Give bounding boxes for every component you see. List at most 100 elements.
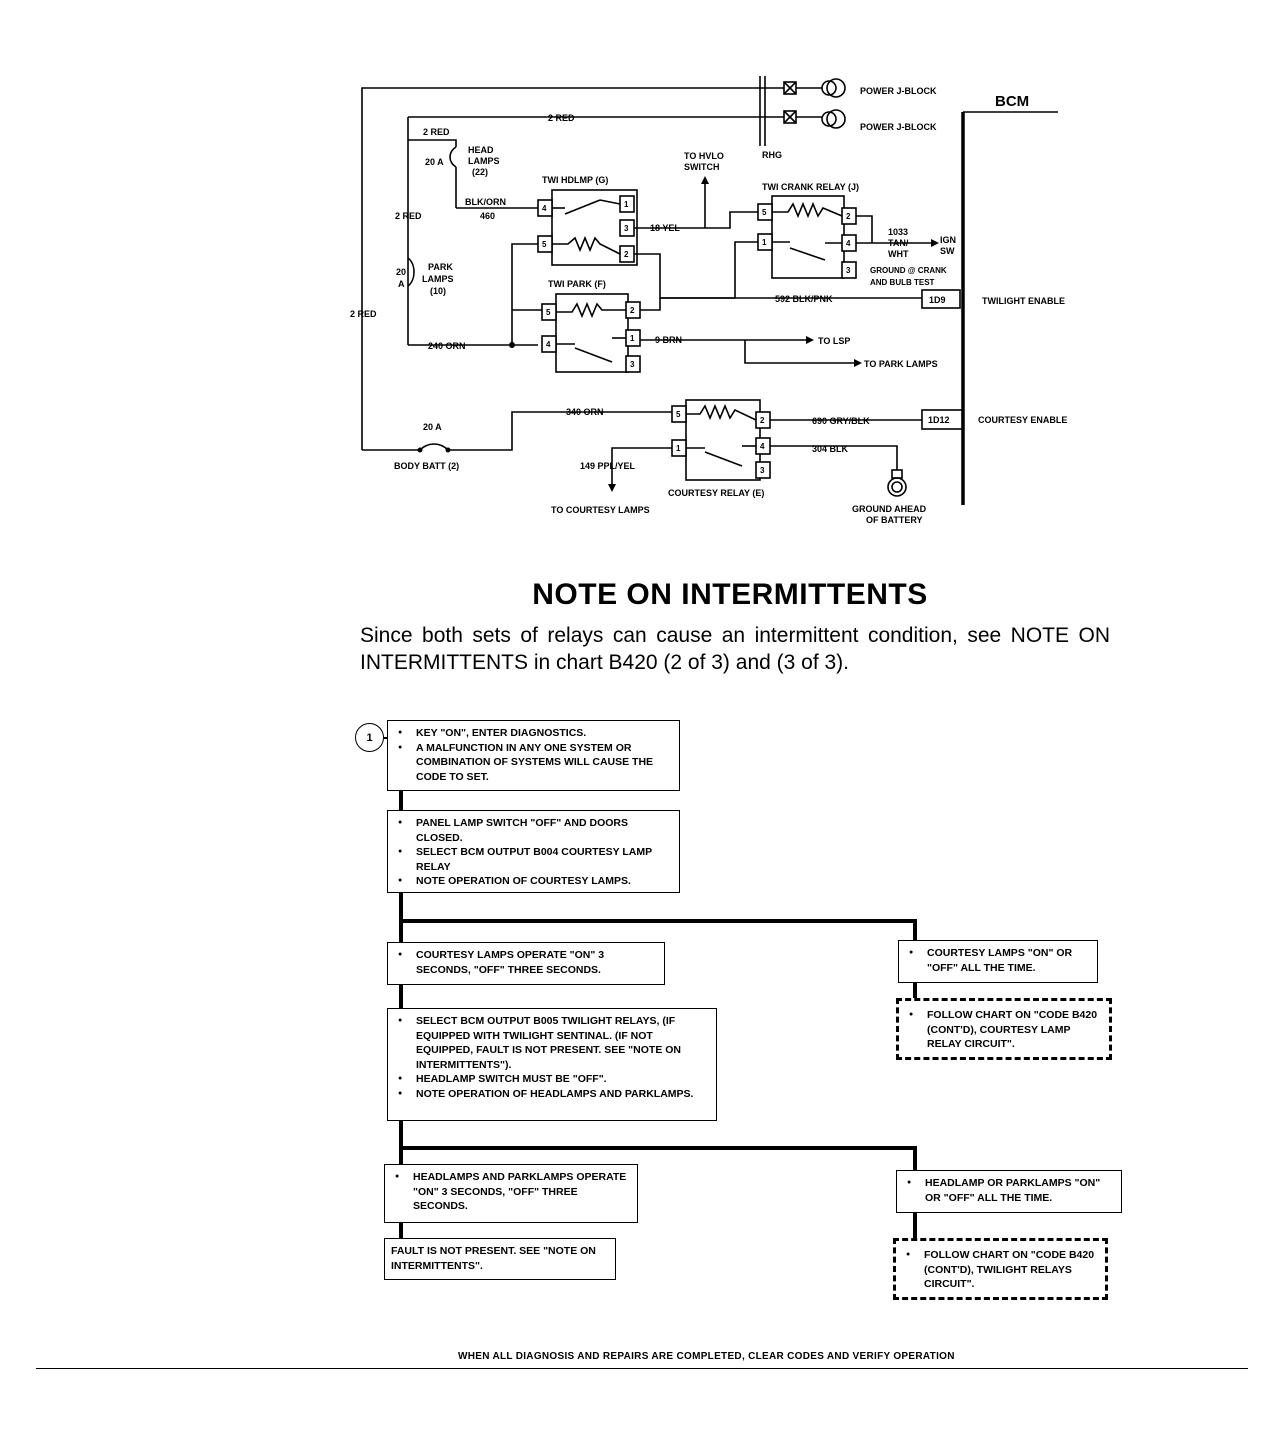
flow-box-1-item: KEY "ON", ENTER DIAGNOSTICS. — [398, 726, 671, 741]
wire-2red-left-label: 2 RED — [350, 309, 377, 319]
svg-text:3: 3 — [630, 360, 635, 369]
ground-ahead-label-2: OF BATTERY — [866, 515, 923, 525]
svg-text:2: 2 — [624, 250, 629, 259]
wire-2red-top-label: 2 RED — [548, 113, 575, 123]
to-hvlo-label: TO HVLO — [684, 151, 724, 161]
courtesy-relay: 5 1 2 4 3 — [671, 399, 771, 481]
fuse-end — [417, 447, 423, 453]
body-fuse-icon — [419, 443, 449, 451]
flow-box-5-follow-item: FOLLOW CHART ON "CODE B420 (CONT'D), TWI… — [906, 1248, 1097, 1292]
svg-text:5: 5 — [762, 208, 767, 217]
note-body: Since both sets of relays can cause an i… — [360, 624, 1110, 674]
svg-text:5: 5 — [542, 240, 547, 249]
flow-branch-line — [399, 919, 917, 923]
wiring-schematic: BCM 2 RED RHG POWER J-BLOCK POWER J-BLOC… — [350, 76, 1067, 525]
twi-crank-relay: 5 1 2 4 3 — [757, 195, 857, 279]
flow-box-6: FAULT IS NOT PRESENT. SEE "NOTE ON INTER… — [384, 1238, 616, 1280]
park-fuse-icon — [407, 257, 415, 287]
head-lamps-label-3: (22) — [472, 167, 488, 177]
svg-text:1: 1 — [624, 200, 629, 209]
wire-304-label: 304 BLK — [812, 444, 849, 454]
flow-box-4-item: SELECT BCM OUTPUT B005 TWILIGHT RELAYS, … — [398, 1014, 708, 1072]
arrow-right-icon — [806, 336, 814, 344]
to-lsp-label: TO LSP — [818, 336, 850, 346]
svg-text:1: 1 — [630, 334, 635, 343]
bcm-label: BCM — [995, 93, 1029, 110]
svg-text:3: 3 — [624, 224, 629, 233]
flow-box-3-right: COURTESY LAMPS "ON" OR "OFF" ALL THE TIM… — [898, 940, 1098, 983]
flow-box-2-item: PANEL LAMP SWITCH "OFF" AND DOORS CLOSED… — [398, 816, 671, 845]
connector-1d12 — [921, 409, 963, 430]
twi-park-relay: 5 4 2 1 3 — [541, 293, 641, 373]
park-lamps-label-2: LAMPS — [422, 274, 454, 284]
wire-left-red — [361, 87, 790, 450]
svg-text:4: 4 — [546, 340, 551, 349]
twi-park-relay-label: TWI PARK (F) — [548, 279, 606, 289]
wire-240orn-label: 240 ORN — [428, 341, 466, 351]
flow-connector — [913, 1146, 917, 1170]
flow-box-5-item: HEADLAMPS AND PARKLAMPS OPERATE "ON" 3 S… — [395, 1170, 629, 1214]
wire-690-label: 690 GRY/BLK — [812, 416, 870, 426]
flow-box-1-item: A MALFUNCTION IN ANY ONE SYSTEM OR COMBI… — [398, 741, 671, 785]
flow-box-2-item: SELECT BCM OUTPUT B004 COURTESY LAMP REL… — [398, 845, 671, 874]
svg-text:2: 2 — [846, 212, 851, 221]
to-park-lamps-label: TO PARK LAMPS — [864, 359, 938, 369]
flow-box-3-follow: FOLLOW CHART ON "CODE B420 (CONT'D), COU… — [896, 998, 1112, 1060]
wire-460-label: 460 — [480, 211, 495, 221]
wire-9brn-label: 9 BRN — [655, 335, 682, 345]
power-jblock-1: POWER J-BLOCK — [860, 86, 937, 96]
twi-hdlmp-relay: 4 5 1 3 2 — [537, 189, 638, 266]
park-fuse-label-2: A — [398, 279, 405, 289]
flow-box-2: PANEL LAMP SWITCH "OFF" AND DOORS CLOSED… — [387, 810, 680, 893]
wire-1033-label-3: WHT — [888, 249, 909, 259]
flow-connector — [399, 1120, 403, 1164]
flow-box-3-item: COURTESY LAMPS OPERATE "ON" 3 SECONDS, "… — [398, 948, 656, 977]
wire-18yel-label: 18 YEL — [650, 223, 680, 233]
flow-connector — [399, 790, 403, 810]
fusible-link-icon — [783, 81, 797, 124]
arrow-right-icon — [931, 239, 939, 247]
flow-branch-line — [399, 1146, 917, 1150]
to-courtesy-lamps-label: TO COURTESY LAMPS — [551, 505, 650, 515]
svg-text:3: 3 — [846, 266, 851, 275]
ground-ahead-label: GROUND AHEAD — [852, 504, 927, 514]
arrow-up-icon — [701, 176, 709, 184]
svg-text:4: 4 — [542, 204, 547, 213]
svg-text:4: 4 — [846, 239, 851, 248]
svg-text:5: 5 — [546, 308, 551, 317]
rhg-label: RHG — [762, 150, 782, 160]
flow-connector — [913, 982, 917, 998]
flow-connector — [399, 892, 403, 942]
wire-592-label: 592 BLK/PNK — [775, 294, 833, 304]
twi-hdlmp-relay-label: TWI HDLMP (G) — [542, 175, 608, 185]
svg-text:2: 2 — [760, 416, 765, 425]
note-title: NOTE ON INTERMITTENTS — [532, 578, 928, 611]
twi-crank-relay-label: TWI CRANK RELAY (J) — [762, 182, 859, 192]
ign-sw-label: IGN — [940, 235, 956, 245]
arrow-down-icon — [608, 484, 616, 492]
fuse-icon — [449, 146, 457, 168]
wire-1033-label: 1033 — [888, 227, 908, 237]
arrow-right-icon — [854, 359, 862, 367]
head-lamps-label-2: LAMPS — [468, 156, 500, 166]
flow-box-3-right-item: COURTESY LAMPS "ON" OR "OFF" ALL THE TIM… — [909, 946, 1089, 975]
body-fuse-label: 20 A — [423, 422, 442, 432]
terminal-ring-icon — [821, 78, 846, 129]
flow-box-5-follow: FOLLOW CHART ON "CODE B420 (CONT'D), TWI… — [893, 1238, 1108, 1300]
wire-2red-mid-label: 2 RED — [395, 211, 422, 221]
park-fuse-label: 20 — [396, 267, 406, 277]
to-hvlo-label-2: SWITCH — [684, 162, 720, 172]
flow-box-1: KEY "ON", ENTER DIAGNOSTICS. A MALFUNCTI… — [387, 720, 680, 791]
body-batt-label: BODY BATT (2) — [394, 461, 459, 471]
footer-divider — [36, 1368, 1248, 1369]
flow-box-3-follow-item: FOLLOW CHART ON "CODE B420 (CONT'D), COU… — [909, 1008, 1101, 1052]
wire-149-label: 149 PPL/YEL — [580, 461, 636, 471]
flow-connector — [399, 1222, 403, 1238]
ground-note-label: GROUND @ CRANK — [870, 266, 947, 275]
head-fuse-label: 20 A — [425, 157, 444, 167]
flow-connector — [399, 984, 403, 1008]
wire-340orn-label: 340 ORN — [566, 407, 604, 417]
connector-1d9 — [921, 289, 961, 309]
svg-text:2: 2 — [630, 306, 635, 315]
svg-text:1: 1 — [676, 444, 681, 453]
